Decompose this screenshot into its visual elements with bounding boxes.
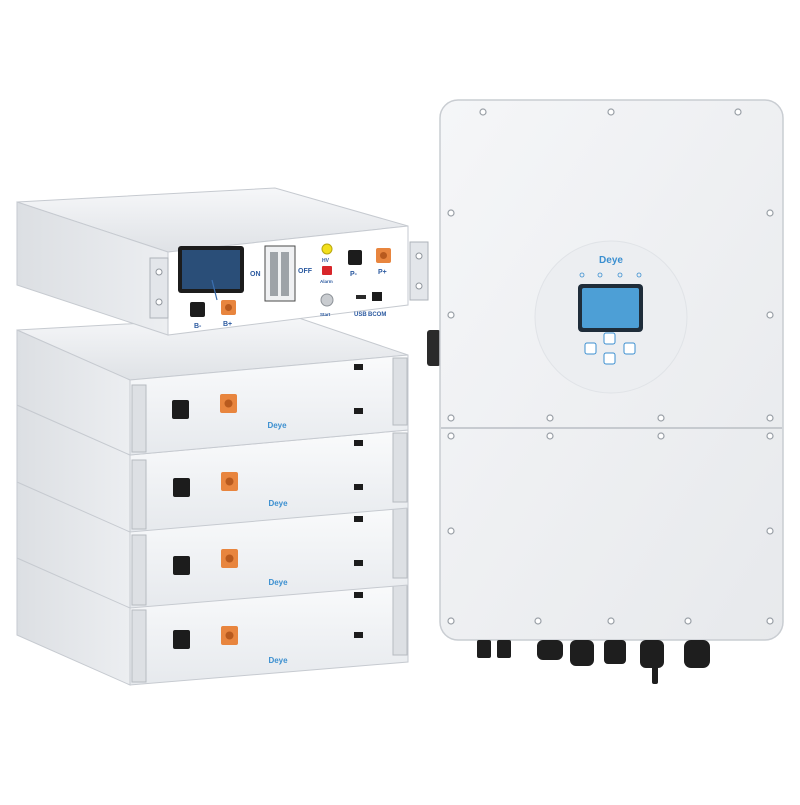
status-led-row <box>579 272 642 278</box>
svg-text:BCOM: BCOM <box>368 312 386 318</box>
svg-text:P-: P- <box>350 271 358 278</box>
usb-port[interactable] <box>356 295 366 299</box>
svg-text:P+: P+ <box>378 269 387 276</box>
inverter: Deye <box>427 99 784 684</box>
bcom-port[interactable] <box>372 292 382 301</box>
battery-module-1: Deye <box>16 314 409 456</box>
start-button[interactable] <box>320 293 334 307</box>
p-minus-connector <box>348 250 362 265</box>
svg-text:B-: B- <box>194 323 202 330</box>
enter-button[interactable] <box>623 342 636 355</box>
alarm-led <box>322 266 332 275</box>
up-button[interactable] <box>603 332 616 345</box>
b-minus-connector <box>190 302 205 317</box>
inverter-brand-logo: Deye <box>599 255 623 266</box>
svg-text:Start: Start <box>320 312 331 317</box>
inverter-buttons <box>584 332 636 365</box>
svg-text:USB: USB <box>354 312 367 318</box>
svg-text:B+: B+ <box>223 321 232 328</box>
svg-text:Alarm: Alarm <box>320 279 333 284</box>
battery-brand-logo: Deye <box>267 421 287 430</box>
battery-brand-logo: Deye <box>268 499 288 508</box>
down-button[interactable] <box>603 352 616 365</box>
inverter-bottom-connectors <box>477 640 710 684</box>
breaker-switch[interactable] <box>264 245 296 302</box>
svg-text:ON: ON <box>250 271 261 278</box>
hv-led <box>321 243 333 255</box>
battery-brand-logo: Deye <box>268 578 288 587</box>
svg-text:OFF: OFF <box>298 268 313 275</box>
battery-brand-logo: Deye <box>268 656 288 665</box>
svg-text:HV: HV <box>322 258 330 264</box>
battery-controller: ON OFF HV Alarm P- P+ B- B+ Start USB BC… <box>16 187 429 336</box>
esc-button[interactable] <box>584 342 597 355</box>
